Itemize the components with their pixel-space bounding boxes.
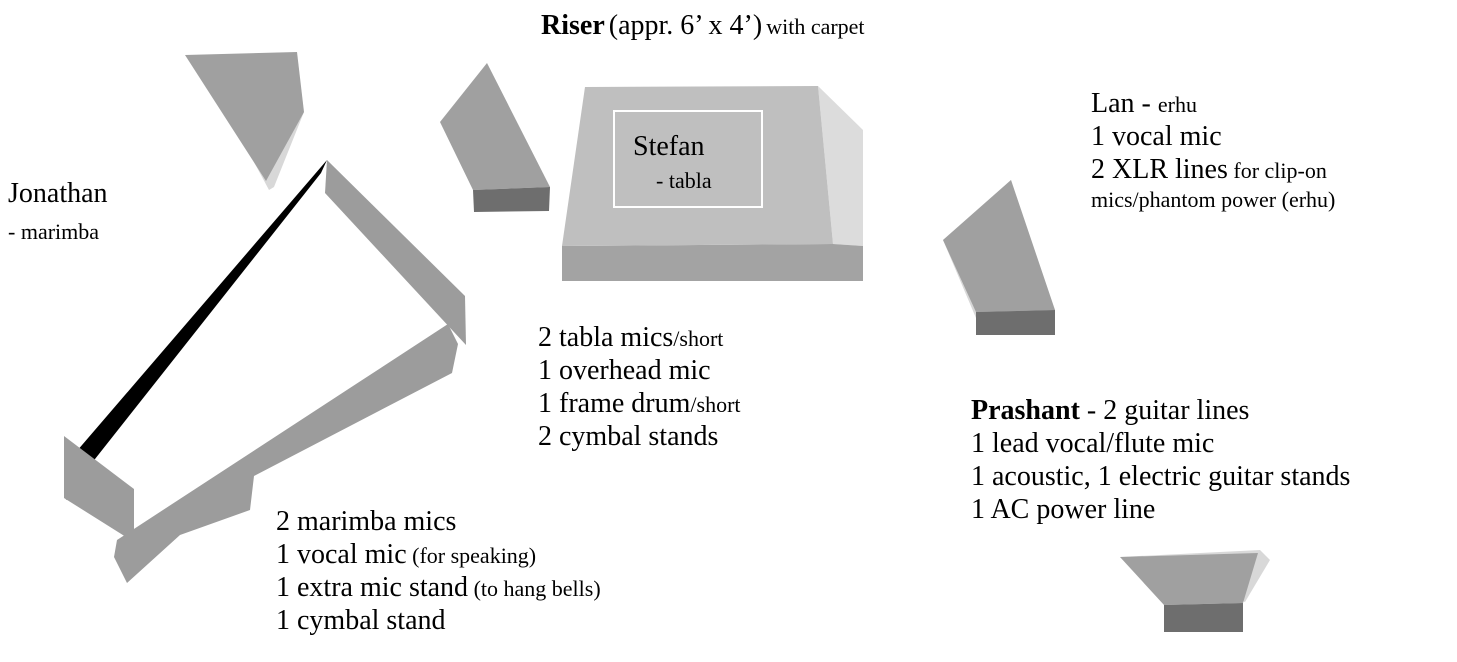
- stefan-need-2-main: 1 overhead mic: [538, 355, 711, 386]
- riser-side: [818, 86, 863, 246]
- jonathan-need-2-main: 1 vocal mic: [276, 539, 407, 570]
- lan-block: Lan - erhu 1 vocal mic 2 XLR lines for c…: [1091, 90, 1335, 217]
- jonathan-need-2-note: (for speaking): [406, 543, 537, 568]
- lan-need-2-main: 2 XLR lines: [1091, 154, 1228, 185]
- stefan-need-1-main: 2 tabla mics: [538, 322, 674, 353]
- prashant-need-1-main: 1 lead vocal/flute mic: [971, 428, 1215, 459]
- jonathan-need-1-main: 2 marimba mics: [276, 506, 457, 537]
- lan-need-3-note: mics/phantom power (erhu): [1091, 187, 1336, 212]
- riser-note: with carpet: [766, 14, 865, 39]
- jonathan-needs-list: 2 marimba mics 1 vocal mic (for speaking…: [276, 508, 601, 640]
- wedge-top: [185, 52, 304, 181]
- wedge-front: [1164, 603, 1243, 632]
- lan-need-2-note: for clip-on: [1227, 158, 1327, 183]
- stefan-name: Stefan: [633, 131, 705, 162]
- riser-front: [562, 244, 863, 281]
- marimba-end-panel: [64, 436, 134, 542]
- prashant-need-2-main: 1 acoustic, 1 electric guitar stands: [971, 461, 1351, 492]
- wedge-front: [976, 310, 1055, 335]
- marimba-bottom-rail: [114, 324, 458, 583]
- riser-title: Riser: [541, 10, 605, 41]
- jonathan-need-3-main: 1 extra mic stand: [276, 572, 469, 603]
- jonathan-need-3-note: (to hang bells): [468, 576, 601, 601]
- stefan-need-3-main: 1 frame drum: [538, 388, 691, 419]
- stefan-instrument: - tabla: [656, 168, 712, 193]
- wedge-top: [1120, 553, 1258, 605]
- monitor-wedge-icon: [1120, 550, 1270, 632]
- riser-caption: Riser (appr. 6’ x 4’) with carpet: [541, 12, 865, 40]
- lan-instrument: erhu: [1157, 92, 1197, 117]
- wedge-front: [473, 187, 550, 212]
- riser-platform-icon: [562, 86, 863, 281]
- stefan-need-1-note: /short: [673, 326, 724, 351]
- monitor-wedge-icon: [185, 52, 304, 190]
- stefan-needs-list: 2 tabla mics/short 1 overhead mic 1 fram…: [538, 324, 741, 456]
- riser-label-box: [613, 110, 763, 208]
- stefan-need-3-note: /short: [690, 392, 741, 417]
- wedge-top: [943, 180, 1055, 312]
- marimba-right-rail: [325, 160, 466, 345]
- monitor-wedge-icon: [943, 180, 1055, 335]
- jonathan-name: Jonathan: [8, 178, 108, 209]
- lan-need-1-main: 1 vocal mic: [1091, 121, 1222, 152]
- wedge-top: [440, 63, 550, 190]
- prashant-need-3-main: 1 AC power line: [971, 494, 1156, 525]
- riser-size: (appr. 6’ x 4’): [608, 10, 763, 41]
- lan-name: Lan -: [1091, 88, 1158, 119]
- prashant-block: Prashant - 2 guitar lines 1 lead vocal/f…: [971, 397, 1350, 529]
- prashant-headline: - 2 guitar lines: [1079, 395, 1250, 426]
- jonathan-need-4-main: 1 cymbal stand: [276, 605, 446, 636]
- marimba-icon: [64, 160, 466, 583]
- marimba-bar-rail: [64, 160, 327, 500]
- jonathan-instrument: - marimba: [8, 219, 100, 244]
- monitor-wedge-icon: [440, 63, 550, 212]
- stefan-need-4-main: 2 cymbal stands: [538, 421, 719, 452]
- prashant-name: Prashant: [971, 395, 1080, 426]
